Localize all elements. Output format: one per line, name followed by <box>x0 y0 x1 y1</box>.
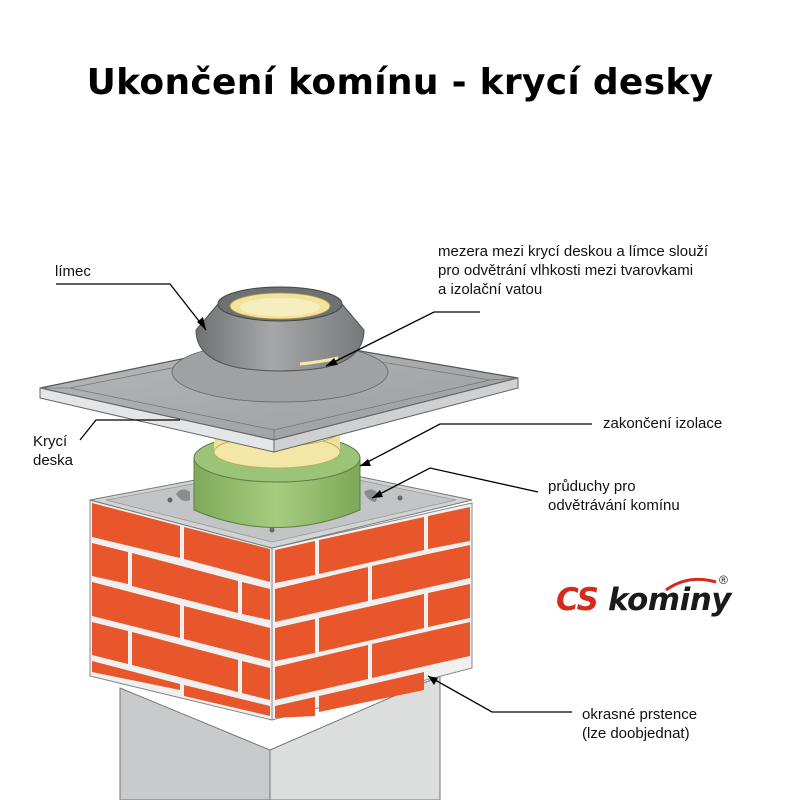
label-zakonceni-izolace: zakončení izolace <box>603 415 723 432</box>
cs-kominy-logo: CS kominy ® <box>556 573 746 626</box>
brick-rings-left <box>89 499 273 721</box>
collar <box>195 286 365 372</box>
page-title: Ukončení komínu - krycí desky <box>86 62 714 103</box>
label-pruduchy: průduchy pro odvětrávání komínu <box>548 478 680 514</box>
label-kryci-deska: Krycí deska <box>33 433 74 469</box>
label-limec: límec <box>55 263 91 280</box>
logo-swoosh-icon <box>665 577 717 592</box>
label-mezera: mezera mezi krycí deskou a límce slouží … <box>438 243 709 298</box>
leader-limec <box>56 283 207 331</box>
logo-kominy: kominy <box>608 582 732 618</box>
logo-registered: ® <box>719 573 728 587</box>
leader-zakonceni <box>359 423 592 467</box>
leader-pruduchy <box>371 467 539 499</box>
leader-okrasne <box>427 675 572 713</box>
logo-cs: CS <box>556 582 599 618</box>
leader-lines <box>56 283 592 713</box>
leader-kryci-deska <box>79 419 180 441</box>
brick-rings-right <box>271 502 473 721</box>
leader-mezera <box>325 311 480 367</box>
label-okrasne-prstence: okrasné prstence (lze doobjednat) <box>582 706 698 742</box>
insulation-termination <box>193 413 361 528</box>
chimney-base <box>119 675 441 800</box>
